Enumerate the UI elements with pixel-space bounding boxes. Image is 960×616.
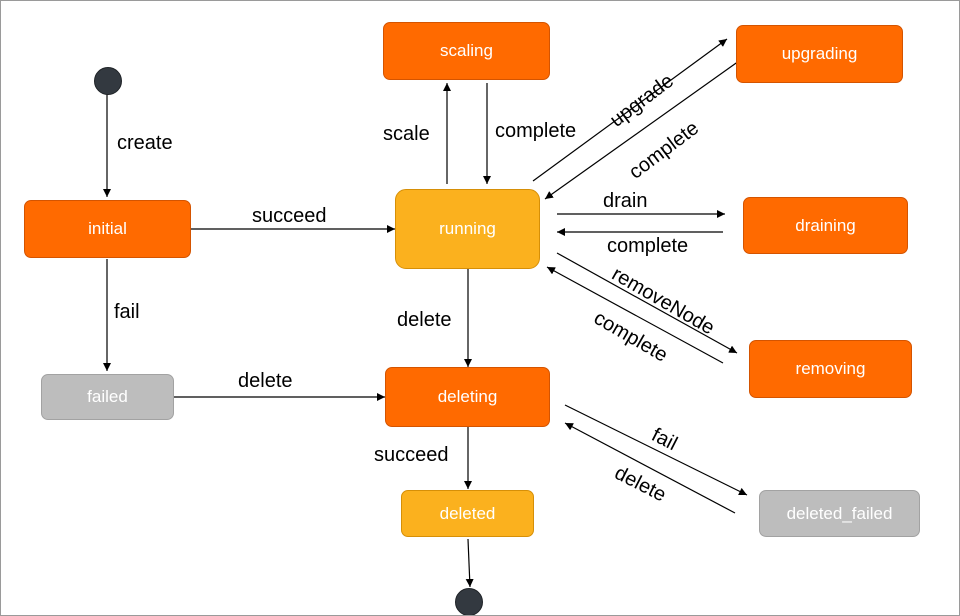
state-label: upgrading bbox=[781, 44, 858, 63]
state-label: initial bbox=[88, 219, 127, 238]
arrow-upgrading-to-running bbox=[544, 60, 740, 200]
state-deleted-failed[interactable]: deleted_failed bbox=[759, 490, 920, 537]
state-label: running bbox=[439, 219, 496, 238]
state-removing[interactable]: removing bbox=[749, 340, 912, 398]
arrow-removing-to-running bbox=[546, 266, 724, 364]
arrow-deleted-failed-to-deleting bbox=[564, 422, 736, 514]
transition-label-fail-initial: fail bbox=[114, 301, 140, 323]
transition-label-scale: scale bbox=[383, 123, 430, 145]
arrow-deleting-to-deleted-failed bbox=[564, 404, 748, 496]
state-deleted[interactable]: deleted bbox=[401, 490, 534, 537]
state-scaling[interactable]: scaling bbox=[383, 22, 550, 80]
arrow-running-to-removing bbox=[556, 252, 738, 354]
transition-label-create: create bbox=[117, 132, 173, 154]
arrow-deleted-to-end bbox=[465, 538, 474, 588]
transition-label-succeed-deleting: succeed bbox=[374, 444, 449, 466]
transition-label-complete-scaling: complete bbox=[495, 120, 577, 142]
transition-label-drain: drain bbox=[603, 190, 648, 212]
transition-label-succeed-initial: succeed bbox=[252, 205, 327, 227]
state-label: draining bbox=[795, 215, 856, 235]
state-label: scaling bbox=[440, 41, 493, 60]
state-label: deleted_failed bbox=[786, 503, 893, 523]
transition-label-delete-running: delete bbox=[397, 309, 452, 331]
state-label: failed bbox=[87, 387, 128, 406]
state-draining[interactable]: draining bbox=[743, 197, 908, 254]
transition-label-delete-failed: delete bbox=[238, 370, 293, 392]
state-label: removing bbox=[795, 359, 866, 378]
state-label: deleted bbox=[439, 503, 496, 523]
state-label: deleting bbox=[437, 387, 498, 406]
transition-label-complete-draining: complete bbox=[607, 235, 689, 257]
state-upgrading[interactable]: upgrading bbox=[736, 25, 903, 83]
state-running[interactable]: running bbox=[395, 189, 540, 269]
start-node bbox=[94, 67, 122, 95]
state-deleting[interactable]: deleting bbox=[385, 367, 550, 427]
state-initial[interactable]: initial bbox=[24, 200, 191, 258]
arrow-running-to-upgrading bbox=[532, 38, 728, 182]
state-failed[interactable]: failed bbox=[41, 374, 174, 420]
end-node bbox=[455, 588, 483, 615]
